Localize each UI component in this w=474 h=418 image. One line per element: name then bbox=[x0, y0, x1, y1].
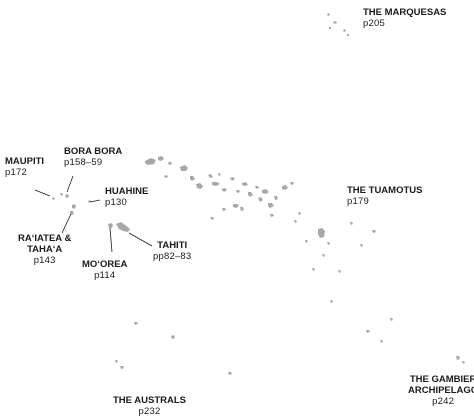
tahiti-island bbox=[116, 222, 130, 232]
gambier-page: p242 bbox=[432, 396, 455, 407]
maupiti-leader bbox=[34, 189, 51, 197]
australs-page: p232 bbox=[138, 406, 161, 417]
bora-bora-label[interactable]: BORA BORA p158–59 bbox=[64, 146, 122, 168]
huahine-leader bbox=[89, 199, 101, 203]
tuamotus-label[interactable]: THE TUAMOTUS p179 bbox=[347, 185, 422, 207]
marquesas-name: THE MARQUESAS bbox=[363, 7, 447, 18]
tahiti-leader bbox=[128, 232, 153, 247]
moorea-name: MO‘OREA bbox=[82, 259, 128, 270]
gambier-label[interactable]: THE GAMBIER ARCHIPELAGO p242 bbox=[408, 374, 474, 407]
australs-name: THE AUSTRALS bbox=[113, 395, 187, 406]
bora-bora-page: p158–59 bbox=[64, 157, 103, 168]
tahiti-label[interactable]: TAHITI pp82–83 bbox=[153, 240, 191, 262]
moorea-page: p114 bbox=[94, 270, 116, 281]
tahiti-name: TAHITI bbox=[157, 240, 188, 251]
australs-label[interactable]: THE AUSTRALS p232 bbox=[113, 395, 186, 417]
gambier-name-line1: THE GAMBIER bbox=[409, 374, 474, 385]
bora-bora-island bbox=[65, 194, 69, 198]
raiatea-tahaa-page: p143 bbox=[33, 255, 56, 266]
leader-lines bbox=[34, 175, 153, 253]
tuamotus-name: THE TUAMOTUS bbox=[347, 185, 423, 196]
marquesas-islands bbox=[327, 13, 349, 36]
maupiti-name: MAUPITI bbox=[5, 156, 45, 167]
maupiti-label[interactable]: MAUPITI p172 bbox=[5, 156, 44, 178]
marquesas-label[interactable]: THE MARQUESAS p205 bbox=[363, 7, 446, 29]
moorea-label[interactable]: MO‘OREA p114 bbox=[82, 259, 127, 281]
huahine-name: HUAHINE bbox=[105, 186, 149, 197]
huahine-label[interactable]: HUAHINE p130 bbox=[105, 186, 148, 208]
taha-a-island bbox=[72, 204, 76, 209]
mo-orea-island bbox=[108, 223, 113, 228]
austral-islands bbox=[115, 322, 232, 375]
bora-bora-leader bbox=[66, 175, 74, 193]
gambier-name-line2: ARCHIPELAGO bbox=[408, 385, 474, 396]
tahaa-name: TAHA‘A bbox=[27, 244, 63, 255]
land-masses bbox=[52, 13, 465, 375]
tuamotus-page: p179 bbox=[347, 196, 369, 207]
raiatea-tahaa-label[interactable]: RA‘IATEA & TAHA‘A p143 bbox=[18, 233, 71, 266]
tuamotu-islands bbox=[145, 156, 393, 343]
huahine-page: p130 bbox=[105, 197, 127, 208]
society-islands bbox=[52, 193, 130, 232]
maupiti-island bbox=[52, 197, 55, 200]
raiatea-leader bbox=[61, 213, 72, 234]
maupiti-page: p172 bbox=[5, 167, 27, 178]
marquesas-page: p205 bbox=[363, 18, 385, 29]
tahiti-page: pp82–83 bbox=[153, 251, 192, 262]
moorea-leader bbox=[109, 227, 113, 253]
raiatea-name: RA‘IATEA & bbox=[18, 233, 72, 244]
gambier-islands bbox=[456, 356, 465, 364]
bora-bora-name: BORA BORA bbox=[64, 146, 123, 157]
